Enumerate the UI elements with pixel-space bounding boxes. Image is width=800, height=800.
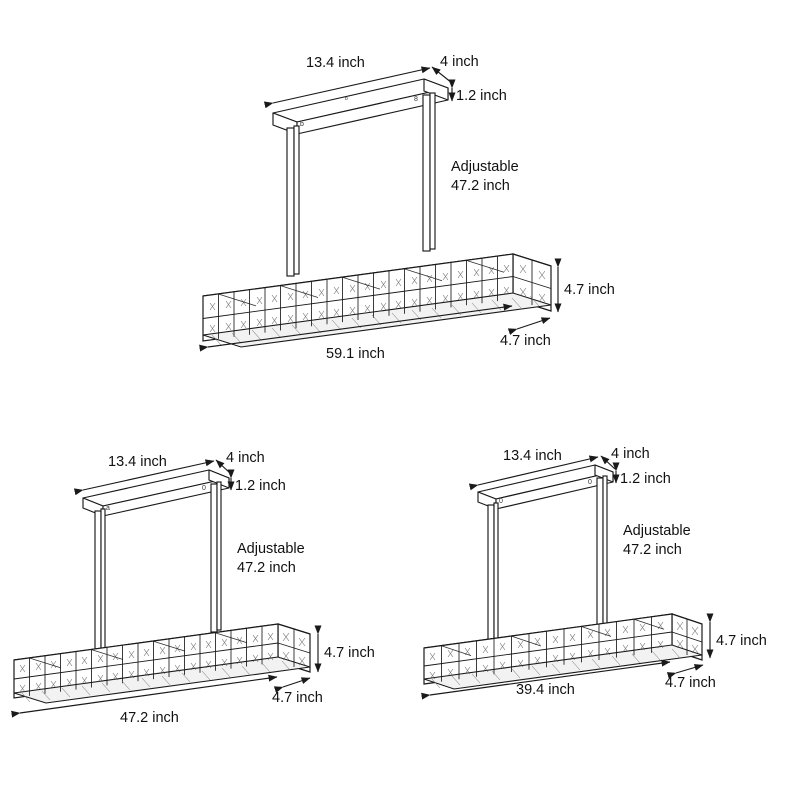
dim-canopy-depth-label: 4 inch xyxy=(440,54,479,70)
body-top-rails xyxy=(440,618,665,656)
canopy-mark-0: b xyxy=(345,96,348,102)
rod-right-b xyxy=(602,475,608,625)
rod-left-a xyxy=(487,504,495,648)
figure-medium: 13.4 inch 4 inch 1.2 inch Adjustable 47.… xyxy=(11,450,375,726)
dim-drop-label-line1: Adjustable xyxy=(623,523,691,539)
dim-canopy-length-label: 13.4 inch xyxy=(503,448,562,464)
dim-body-depth-label: 4.7 inch xyxy=(500,333,551,349)
dim-canopy-depth-label: 4 inch xyxy=(226,450,265,466)
canopy-mark-1: 0 xyxy=(202,485,206,492)
canopy-mark-2: b xyxy=(300,121,304,128)
dim-canopy-depth-label: 4 inch xyxy=(611,446,650,462)
crystal-grid-right-end xyxy=(512,260,552,305)
crystal-grid-right-end xyxy=(277,629,311,667)
dim-line-body-length xyxy=(199,303,513,352)
dim-line-body-depth xyxy=(507,317,551,336)
rod-right-b xyxy=(216,481,222,631)
dim-canopy-length-label: 13.4 inch xyxy=(306,55,365,71)
dim-canopy-height-label: 1.2 inch xyxy=(456,88,507,104)
rod-right-b xyxy=(429,92,436,250)
canopy-mark-0: 0 xyxy=(499,498,503,505)
dim-body-height-label: 4.7 inch xyxy=(564,282,615,298)
rod-left-b xyxy=(493,502,499,646)
crystal-texture-front xyxy=(429,621,664,680)
crystal-texture-right-end xyxy=(282,632,306,666)
crystal-mid-rail-front xyxy=(13,642,279,680)
dim-drop-label-line2: 47.2 inch xyxy=(623,542,682,558)
dim-line-canopy-length xyxy=(263,66,431,109)
rod-right-a xyxy=(596,477,604,627)
dim-body-length-label: 59.1 inch xyxy=(326,346,385,362)
figure-large: 13.4 inch 4 inch 1.2 inch Adjustable 47.… xyxy=(199,54,615,362)
dim-drop-label-line2: 47.2 inch xyxy=(237,560,296,576)
figure-small: 13.4 inch 4 inch 1.2 inch Adjustable 47.… xyxy=(421,446,767,700)
dim-drop-label-line1: Adjustable xyxy=(237,541,305,557)
dim-body-depth-label: 4.7 inch xyxy=(665,675,716,691)
dim-drop-label-line2: 47.2 inch xyxy=(451,178,510,194)
dim-line-canopy-length xyxy=(73,459,215,496)
rod-left-b xyxy=(100,508,106,652)
dim-body-height-label: 4.7 inch xyxy=(716,633,767,649)
rod-left-a xyxy=(94,510,102,654)
rod-right-a xyxy=(210,483,218,633)
dim-body-depth-label: 4.7 inch xyxy=(272,690,323,706)
dim-canopy-length-label: 13.4 inch xyxy=(108,454,167,470)
rod-left-a xyxy=(286,127,295,277)
crystal-texture-front xyxy=(19,632,274,693)
crystal-texture-right-end xyxy=(519,264,546,303)
dim-drop-label-line1: Adjustable xyxy=(451,159,519,175)
rod-left-b xyxy=(293,125,300,275)
dim-canopy-height-label: 1.2 inch xyxy=(235,478,286,494)
rods-large xyxy=(286,92,436,277)
canopy-mark-1: 0 xyxy=(588,479,592,486)
rod-right-a xyxy=(422,94,431,252)
dim-line-body-depth xyxy=(666,664,704,679)
canopy-mark-0: a xyxy=(106,505,110,512)
dim-body-height-label: 4.7 inch xyxy=(324,645,375,661)
dim-body-length-label: 39.4 inch xyxy=(516,682,575,698)
dim-line-body-length xyxy=(11,674,278,718)
canopy-mark-1: 8 xyxy=(414,96,418,103)
body-top-rails xyxy=(28,632,248,669)
crystal-texture-right-end xyxy=(676,621,699,654)
dim-line-body-depth xyxy=(273,677,311,694)
dim-canopy-height-label: 1.2 inch xyxy=(620,471,671,487)
dim-body-length-label: 47.2 inch xyxy=(120,710,179,726)
dim-line-body-length xyxy=(421,659,671,700)
crystal-grid-right-end xyxy=(671,619,703,655)
dim-line-canopy-length xyxy=(468,455,599,491)
